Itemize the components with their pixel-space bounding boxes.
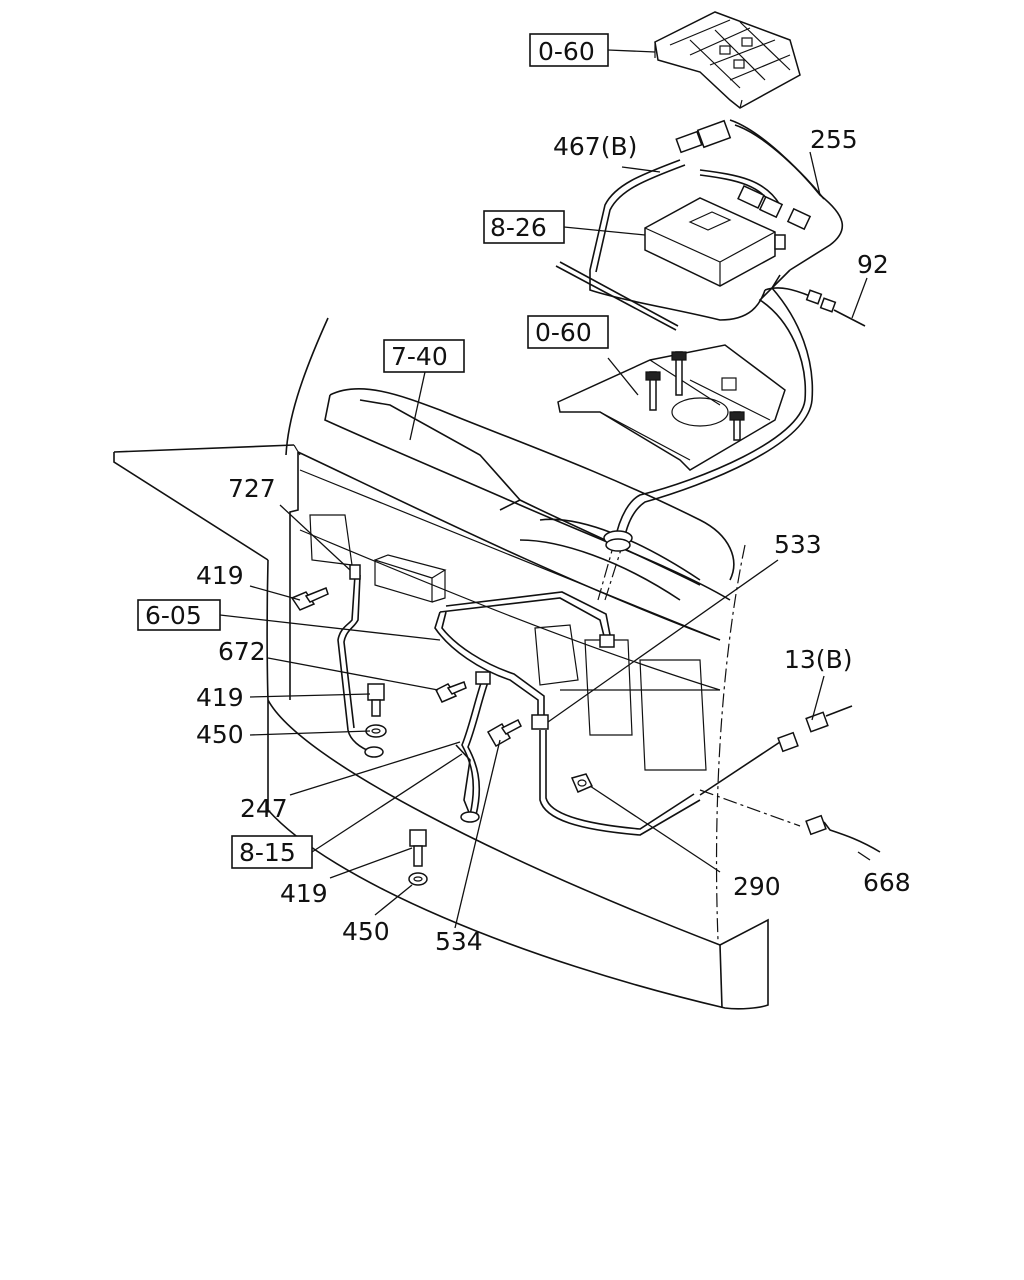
bolt-419-c [409, 829, 427, 867]
part-label-247: 247 [240, 794, 288, 823]
fasteners [290, 587, 594, 886]
part-label-727: 727 [228, 474, 276, 503]
part-label-419-a: 419 [196, 561, 244, 590]
part-label-668: 668 [863, 868, 911, 897]
nut-290 [570, 773, 594, 793]
ref-label-7-40: 7-40 [391, 342, 448, 371]
connector-668 [699, 789, 881, 853]
part-label-450-a: 450 [196, 720, 244, 749]
cab-outline [113, 317, 769, 1010]
ref-box-6-05 [137, 599, 221, 631]
part-label-13b: 13(B) [784, 645, 852, 674]
sensor-92 [764, 287, 866, 327]
ref-box-0-60-top [529, 33, 609, 67]
connector-13b [699, 705, 853, 796]
wiring-harness [589, 119, 844, 601]
ref-box-8-26 [483, 210, 565, 244]
control-unit-module [555, 197, 776, 331]
part-labels: 0-60 467(B) 255 8-26 92 0-60 7-40 727 53… [137, 33, 911, 956]
part-label-290: 290 [733, 872, 781, 901]
part-label-255: 255 [810, 125, 858, 154]
part-label-467b: 467(B) [553, 132, 637, 161]
bolt-419-a [290, 587, 329, 611]
ref-label-6-05: 6-05 [145, 601, 202, 630]
ref-box-7-40 [383, 339, 465, 373]
bolt-672 [434, 681, 467, 703]
ref-label-8-26: 8-26 [490, 213, 547, 242]
ref-label-0-60-top: 0-60 [538, 37, 595, 66]
washer-450-b [408, 872, 428, 886]
part-label-534: 534 [435, 927, 483, 956]
part-label-672: 672 [218, 637, 266, 666]
middle-mounting-bracket [557, 344, 786, 471]
part-label-92: 92 [857, 250, 889, 279]
ref-box-0-60-mid [527, 315, 609, 349]
ref-label-0-60-mid: 0-60 [535, 318, 592, 347]
upper-mounting-bracket [654, 11, 801, 109]
ref-label-8-15: 8-15 [239, 838, 296, 867]
part-label-450-b: 450 [342, 917, 390, 946]
part-label-533: 533 [774, 530, 822, 559]
ref-box-8-15 [231, 835, 313, 869]
bolt-534 [486, 718, 522, 748]
washer-hoses [337, 564, 701, 836]
part-label-419-c: 419 [280, 879, 328, 908]
leader-lines [219, 49, 871, 929]
bolt-419-b [367, 683, 385, 717]
part-label-419-b: 419 [196, 683, 244, 712]
